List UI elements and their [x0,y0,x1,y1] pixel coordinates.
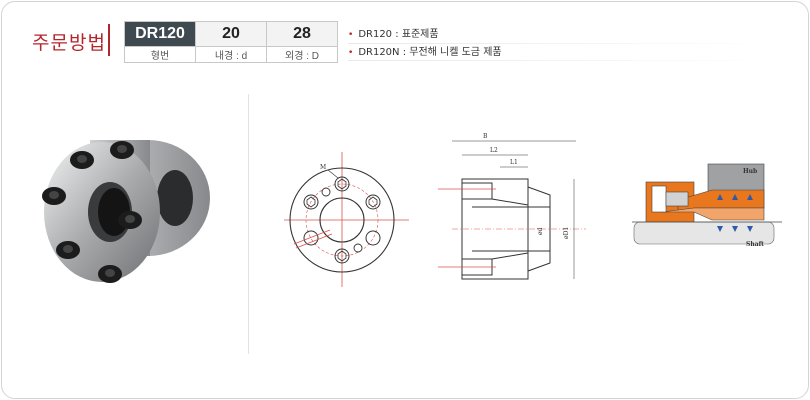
outer-diameter-label: 외경 : D [266,46,338,63]
dim-l1-label: L1 [510,159,518,166]
section-divider [248,94,249,354]
note-divider [348,43,778,44]
inner-diameter-value: 20 [195,21,267,47]
bullet-icon: • [348,48,354,58]
hub-label: Hub [743,168,757,175]
front-view-drawing: M [284,152,409,287]
spec-table: DR120 20 28 형번 내경 : d 외경 : D [124,21,338,63]
dim-d-label: ød [537,227,544,235]
dim-b-label: B [483,133,488,140]
model-label: 형번 [124,46,196,63]
bullet-icon: • [348,30,354,40]
note-divider [348,60,778,61]
outer-diameter-value: 28 [266,21,338,47]
model-cell: DR120 [124,21,196,47]
product-notes: •DR120 : 표준제품 •DR120N : 무전해 니켈 도금 제품 [348,26,502,62]
section-view-drawing: Hub Shaft [632,163,782,248]
dim-D-label: øD1 [563,227,570,239]
note-item: •DR120 : 표준제품 [348,29,439,40]
note-item: •DR120N : 무전해 니켈 도금 제품 [348,47,502,58]
bolt-label: M [320,164,326,171]
inner-diameter-label: 내경 : d [195,46,267,63]
side-view-drawing: B L2 L1 ød øD1 [438,133,586,280]
shaft-label: Shaft [746,241,764,248]
product-photo [42,140,210,283]
order-method-title: 주문방법 [32,32,106,54]
title-divider [108,24,110,56]
dim-l2-label: L2 [490,147,498,154]
